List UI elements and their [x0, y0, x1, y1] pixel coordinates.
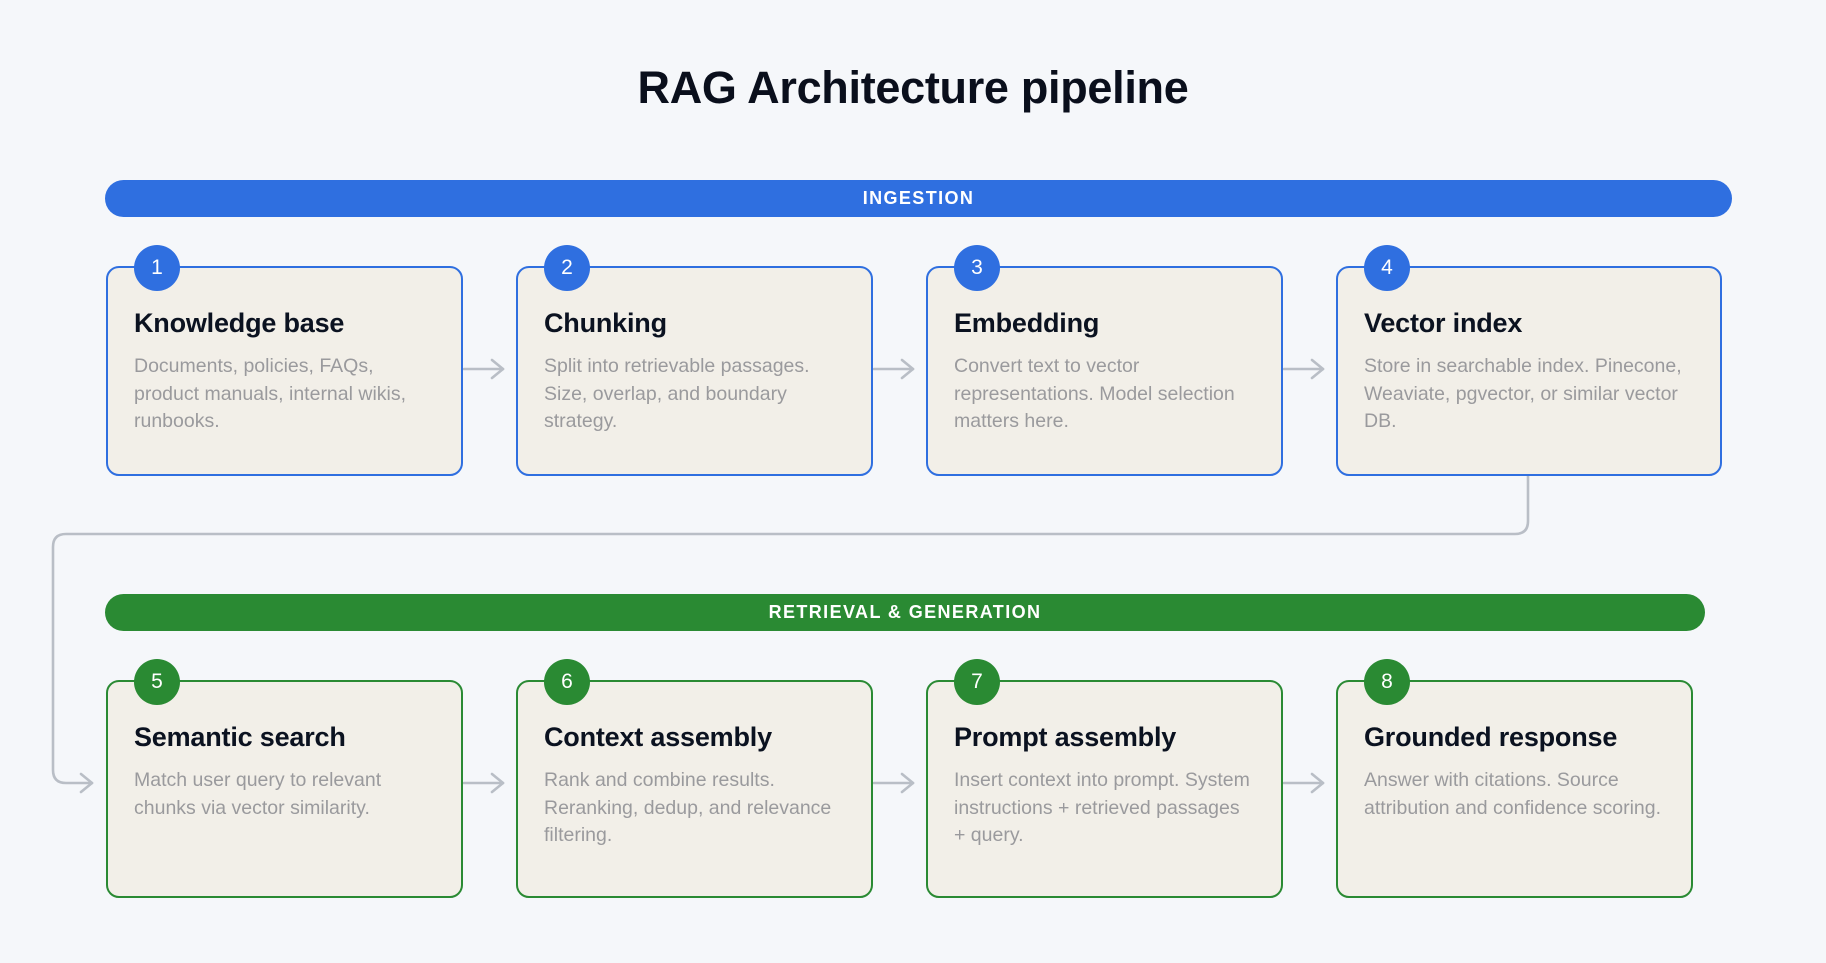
- step-description-1: Documents, policies, FAQs, product manua…: [134, 355, 407, 433]
- step-badge-6: 6: [544, 659, 590, 705]
- step-number-3: 3: [971, 256, 983, 279]
- step-title-7: Prompt assembly: [954, 722, 1177, 752]
- step-title-8: Grounded response: [1364, 722, 1618, 752]
- step-badge-5: 5: [134, 659, 180, 705]
- phase-band-retrieval: RETRIEVAL & GENERATION: [105, 594, 1705, 631]
- step-description-3: Convert text to vector representations. …: [954, 355, 1235, 433]
- step-badge-7: 7: [954, 659, 1000, 705]
- step-description-2: Split into retrievable passages. Size, o…: [544, 355, 810, 433]
- arrow-step7-to-step8: [1282, 772, 1325, 794]
- step-number-1: 1: [151, 256, 163, 279]
- step-badge-2: 2: [544, 245, 590, 291]
- step-card-2[interactable]: 2 Chunking Split into retrievable passag…: [516, 245, 873, 476]
- step-card-7[interactable]: 7 Prompt assembly Insert context into pr…: [926, 659, 1283, 898]
- arrow-step2-to-step3: [872, 358, 915, 380]
- page-title: RAG Architecture pipeline: [637, 62, 1189, 113]
- step-badge-8: 8: [1364, 659, 1410, 705]
- step-description-5: Match user query to relevant chunks via …: [134, 769, 382, 819]
- step-title-5: Semantic search: [134, 722, 346, 752]
- step-title-2: Chunking: [544, 308, 667, 338]
- step-title-3: Embedding: [954, 308, 1100, 338]
- step-card-4[interactable]: 4 Vector index Store in searchable index…: [1336, 245, 1722, 476]
- step-number-2: 2: [561, 256, 573, 279]
- step-card-5[interactable]: 5 Semantic search Match user query to re…: [106, 659, 463, 898]
- step-card-6[interactable]: 6 Context assembly Rank and combine resu…: [516, 659, 873, 898]
- step-badge-3: 3: [954, 245, 1000, 291]
- step-card-8[interactable]: 8 Grounded response Answer with citation…: [1336, 659, 1693, 898]
- step-description-6: Rank and combine results. Reranking, ded…: [544, 769, 832, 847]
- phase-band-ingestion: INGESTION: [105, 180, 1732, 217]
- step-badge-4: 4: [1364, 245, 1410, 291]
- step-card-3[interactable]: 3 Embedding Convert text to vector repre…: [926, 245, 1283, 476]
- step-badge-1: 1: [134, 245, 180, 291]
- step-description-7: Insert context into prompt. System instr…: [954, 769, 1250, 847]
- phase-band-retrieval-label: RETRIEVAL & GENERATION: [768, 602, 1042, 622]
- arrow-step3-to-step4: [1282, 358, 1325, 380]
- step-number-4: 4: [1381, 256, 1393, 279]
- arrow-step1-to-step2: [462, 358, 505, 380]
- arrow-step5-to-step6: [462, 772, 505, 794]
- arrow-step6-to-step7: [872, 772, 915, 794]
- step-number-5: 5: [151, 670, 163, 693]
- step-description-4: Store in searchable index. Pinecone, Wea…: [1364, 355, 1682, 433]
- phase-band-ingestion-label: INGESTION: [862, 188, 975, 208]
- step-title-6: Context assembly: [544, 722, 772, 752]
- step-card-1[interactable]: 1 Knowledge base Documents, policies, FA…: [106, 245, 463, 476]
- step-number-8: 8: [1381, 670, 1393, 693]
- step-title-1: Knowledge base: [134, 308, 345, 338]
- step-number-6: 6: [561, 670, 573, 693]
- step-description-8: Answer with citations. Source attributio…: [1364, 769, 1662, 819]
- step-title-4: Vector index: [1364, 308, 1523, 338]
- step-number-7: 7: [971, 670, 983, 693]
